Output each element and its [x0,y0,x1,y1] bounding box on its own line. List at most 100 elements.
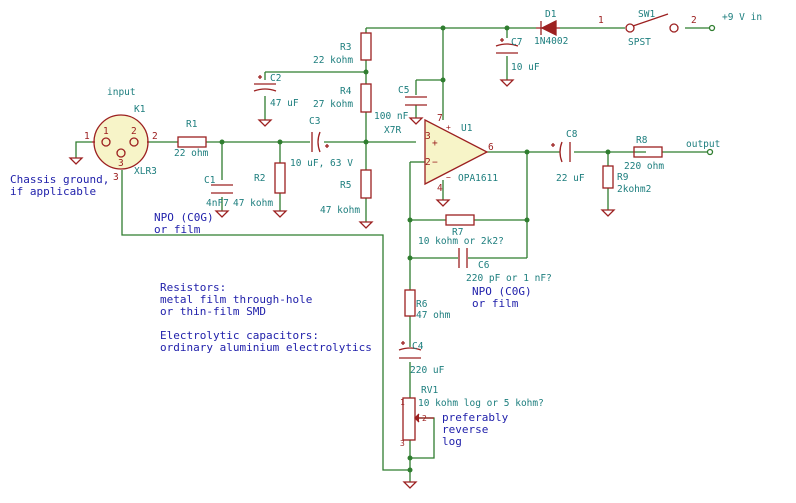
r4-ref: R4 [340,86,352,97]
chassis-note-line2: if applicable [10,185,96,198]
capacitor-c6: C6 220 pF or 1 nF? [458,248,552,284]
k1-pin3-inner: 3 [118,158,124,169]
r6-ref: R6 [416,299,428,310]
capacitor-c2: C2 47 uF [253,73,299,109]
rv1-note-line3: log [442,435,462,448]
sw1-value: SPST [628,37,651,48]
resistor-r6: R6 47 ohm [404,289,451,321]
r5-ref: R5 [340,180,351,191]
sw1-pin2: 2 [691,15,697,26]
ground-icon [408,117,424,125]
input-label: input [107,87,136,98]
r8-value: 220 ohm [624,161,664,172]
k1-pin1-label: 1 [84,131,90,142]
u1-pin2: 2 [425,157,431,168]
u1-pin4-sign: − [446,173,451,182]
c7-value: 10 uF [511,62,540,73]
ground-symbols [68,79,616,489]
ground-icon [435,199,451,207]
d1-value: 1N4002 [534,36,568,47]
power-label: +9 V in [722,12,762,23]
capacitor-c7: C7 10 uF [495,37,540,73]
output-port: output [686,139,720,156]
u1-pin7-sign: + [446,123,451,132]
electro-note-line2: ordinary aluminium electrolytics [160,341,372,354]
u1-pin6: 6 [488,142,494,153]
wires [75,27,710,482]
electro-note-line1: Electrolytic capacitors: [160,329,319,342]
u1-minus: − [432,157,438,168]
resistor-r8: R8 220 ohm [624,135,664,172]
connector-k1: 1 2 3 1 2 3 K1 XLR3 [84,104,158,183]
c5-ref: C5 [398,85,409,96]
c3-ref: C3 [309,116,320,127]
c5-dielectric: X7R [384,125,401,136]
capacitor-c5: C5 100 nF X7R [374,85,427,136]
c3-value: 10 uF, 63 V [290,158,353,169]
rv1-pin2: 2 [422,414,427,423]
r2-value: 47 kohm [233,198,273,209]
k1-pin3-label: 3 [113,172,119,183]
resistor-r7: R7 10 kohm or 2k2? [418,214,504,247]
resistor-r9: R9 2kohm2 [602,165,651,195]
rv1-ref: RV1 [421,385,438,396]
r7-ref: R7 [452,227,463,238]
resistors-note-line1: Resistors: [160,281,226,294]
resistor-r4: R4 27 kohm [313,83,372,113]
r6-value: 47 ohm [416,310,451,321]
u1-pin7: 7 [437,113,443,124]
c7-ref: C7 [511,37,522,48]
u1-value: OPA1611 [458,173,498,184]
capacitor-c1: C1 4nF7 [204,175,233,209]
c1-ref: C1 [204,175,216,186]
u1-pin3: 3 [425,131,431,142]
power-input: +9 V in [708,12,762,32]
c1-value: 4nF7 [206,198,229,209]
capacitor-c4: C4 220 uF [398,341,445,376]
c8-ref: C8 [566,129,578,140]
r2-ref: R2 [254,173,265,184]
r8-ref: R8 [636,135,648,146]
k1-pin2-label: 2 [152,131,158,142]
ground-icon [358,221,374,229]
k1-pin2-inner: 2 [131,126,137,137]
resistor-r3: R3 22 kohm [313,32,372,66]
c8-value: 22 uF [556,173,585,184]
npo-note2-line2: or film [472,297,519,310]
u1-ref: U1 [461,123,473,134]
npo-note2-line1: NPO (C0G) [472,285,532,298]
rv1-value: 10 kohm log or 5 kohm? [418,398,544,409]
k1-value: XLR3 [134,166,157,177]
sw1-pin1: 1 [598,15,604,26]
ground-icon [257,119,273,127]
resistor-r5: R5 47 kohm [320,169,372,216]
resistors-note-line3: or thin-film SMD [160,305,266,318]
k1-pin1-inner: 1 [103,126,109,137]
ground-icon [402,481,418,489]
u1-pin4: 4 [437,183,443,194]
r4-value: 27 kohm [313,99,353,110]
sw1-ref: SW1 [638,9,655,20]
c4-value: 220 uF [410,365,445,376]
r7-value: 10 kohm or 2k2? [418,236,504,247]
r9-value: 2kohm2 [617,184,651,195]
npo-note-line2: or film [154,223,201,236]
npo-note-line1: NPO (C0G) [154,211,214,224]
u1-plus: + [432,138,438,149]
c6-ref: C6 [478,260,490,271]
r5-value: 47 kohm [320,205,360,216]
switch-sw1: SW1 SPST 1 2 [598,9,697,48]
capacitor-c8: C8 22 uF [551,129,585,184]
output-label: output [686,139,720,150]
r9-ref: R9 [617,172,629,183]
chassis-note-line1: Chassis ground, [10,173,109,186]
c4-ref: C4 [412,341,424,352]
resistor-r1: R1 22 ohm [174,119,209,159]
junctions [219,25,611,473]
r3-ref: R3 [340,42,351,53]
diode-d1: D1 1N4002 [534,9,568,47]
resistor-r2: R2 47 kohm [233,162,286,209]
ground-icon [272,210,288,218]
potentiometer-rv1: RV1 10 kohm log or 5 kohm? 1 2 3 [400,385,544,448]
rv1-note-line1: preferably [442,411,509,424]
